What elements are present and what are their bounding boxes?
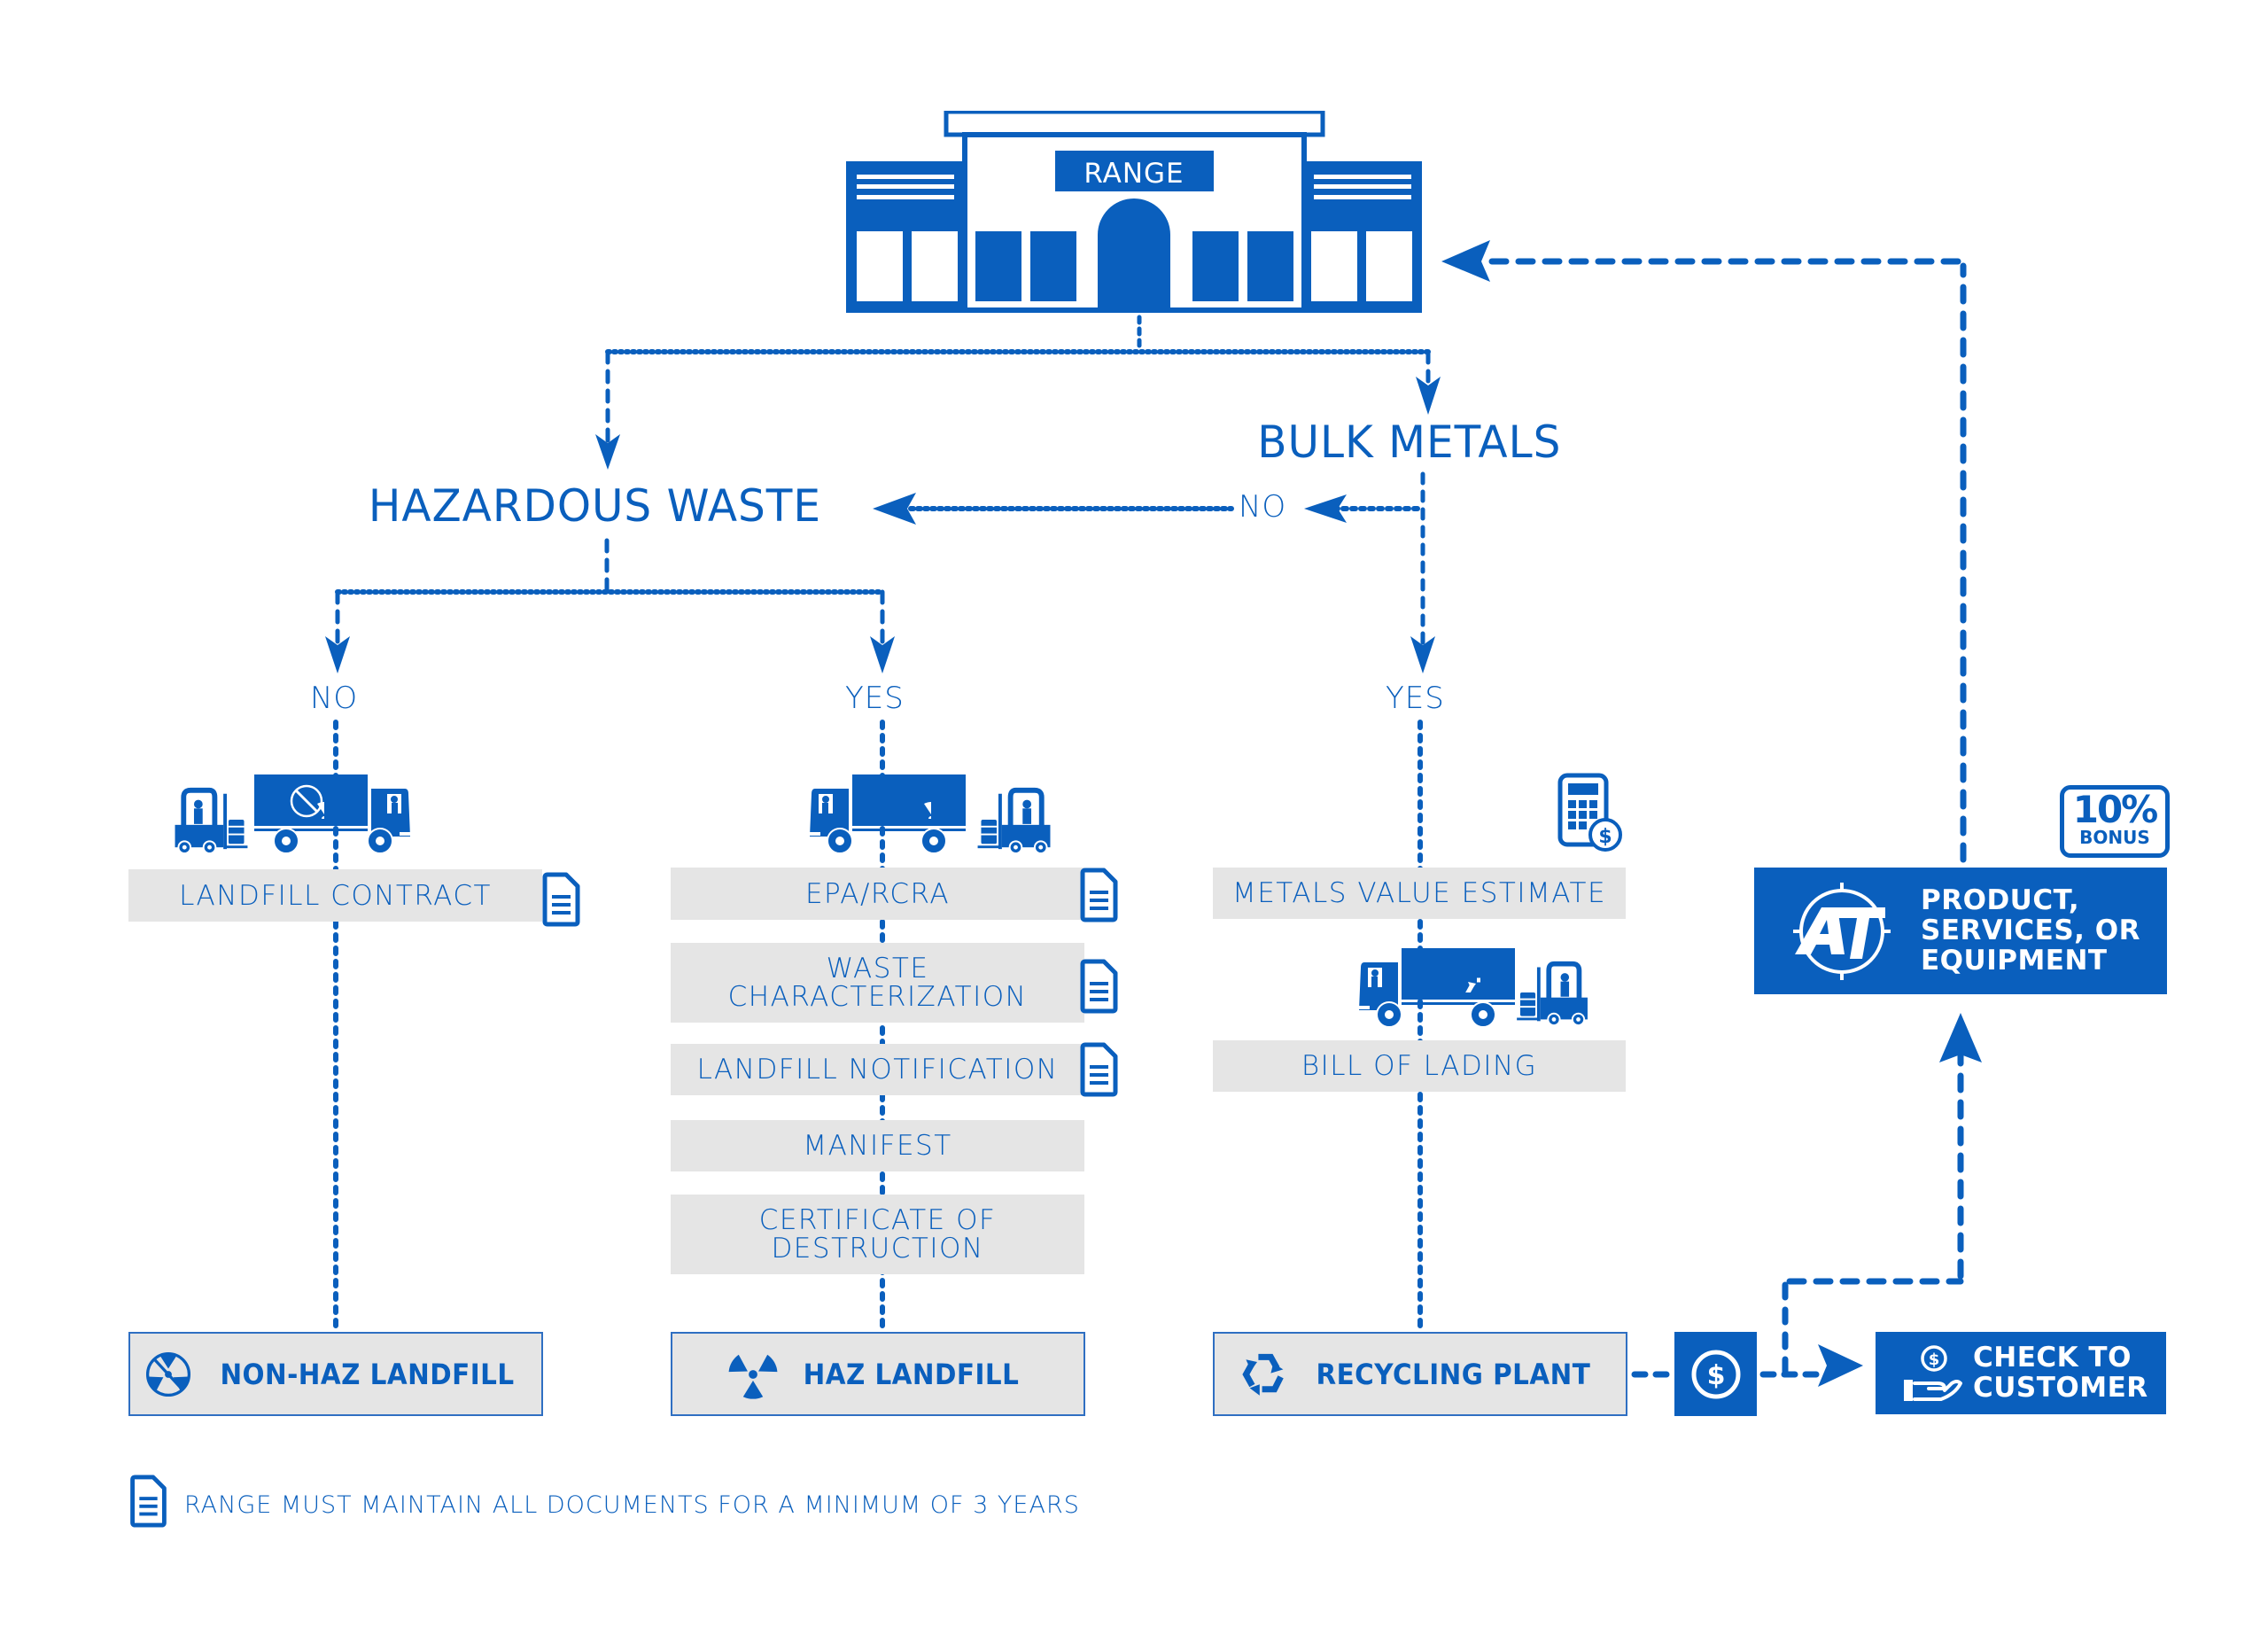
payment-dollar-box: $: [1674, 1332, 1757, 1416]
arrowhead-haz-no: [325, 636, 350, 673]
document-icon: [128, 1475, 167, 1528]
bulk-no-label: NO: [1239, 489, 1287, 525]
haz-yes-label: YES: [845, 681, 905, 716]
bulk-metals-heading: BULK METALS: [1257, 416, 1562, 468]
check-to-customer-label: CHECK TO CUSTOMER: [1973, 1342, 2148, 1404]
forklift-icon: [1513, 959, 1593, 1026]
doc-certificate-of-destruction: CERTIFICATE OF DESTRUCTION: [671, 1195, 1084, 1274]
bonus-label: BONUS: [2079, 827, 2150, 848]
doc-waste-characterization: WASTE CHARACTERIZATION: [671, 943, 1084, 1023]
arrowhead-bulk-yes: [1410, 636, 1435, 673]
haz-truck-group: [806, 774, 1054, 854]
no-radiation-icon: [145, 1351, 190, 1397]
document-icon: [1079, 1042, 1118, 1097]
no-radiation-icon: [290, 784, 324, 819]
product-label: PRODUCT, SERVICES, OR EQUIPMENT: [1921, 884, 2140, 977]
svg-text:$: $: [1929, 1350, 1940, 1369]
destination-non-haz-landfill: NON-HAZ LANDFILL: [128, 1332, 543, 1416]
doc-landfill-notification: LANDFILL NOTIFICATION: [671, 1044, 1084, 1095]
arrowhead-to-hazardous: [595, 434, 620, 470]
truck-icon: [254, 774, 414, 854]
metals-truck-group: [1355, 948, 1595, 1028]
hazardous-waste-heading: HAZARDOUS WASTE: [368, 480, 821, 532]
destination-haz-landfill: HAZ LANDFILL: [671, 1332, 1085, 1416]
recycle-icon: [1445, 957, 1480, 992]
doc-metals-value-estimate: METALS VALUE ESTIMATE: [1213, 868, 1626, 919]
forklift-icon: [973, 785, 1057, 854]
arrowhead-to-product: [1939, 1013, 1982, 1062]
doc-epa-rcra: EPA/RCRA: [671, 868, 1084, 920]
svg-text:$: $: [1598, 826, 1612, 848]
dollar-coin-icon: $: [1691, 1350, 1740, 1398]
bonus-value: 10%: [2072, 788, 2159, 831]
arrowhead-haz-yes: [870, 636, 895, 673]
arrowhead-bulk-no: [1304, 494, 1347, 523]
radiation-icon: [728, 1354, 777, 1399]
document-icon: [541, 872, 580, 927]
forklift-icon: [168, 785, 252, 854]
document-icon: [1079, 868, 1118, 922]
doc-bill-of-lading: BILL OF LADING: [1213, 1040, 1626, 1092]
radiation-icon: [896, 783, 931, 819]
doc-landfill-contract: LANDFILL CONTRACT: [128, 869, 542, 922]
product-services-equipment-box: PRODUCT, SERVICES, OR EQUIPMENT: [1754, 868, 2167, 994]
range-sign: RANGE: [1084, 158, 1184, 190]
arrowhead-to-bulk: [1416, 377, 1441, 415]
check-to-customer-box: $ CHECK TO CUSTOMER: [1876, 1332, 2166, 1414]
bulk-yes-label: YES: [1386, 681, 1445, 716]
arrowhead-to-range: [1441, 240, 1490, 282]
hand-dollar-icon: $: [1904, 1345, 1962, 1401]
arrowhead-to-haz-label: [873, 493, 916, 525]
non-haz-truck-group: [168, 774, 412, 854]
svg-text:$: $: [1706, 1360, 1725, 1391]
calculator-dollar-icon: $: [1557, 773, 1622, 852]
recycle-icon: [1242, 1353, 1284, 1396]
footnote: RANGE MUST MAINTAIN ALL DOCUMENTS FOR A …: [184, 1491, 1080, 1519]
bonus-badge: 10% BONUS: [2060, 785, 2170, 858]
doc-manifest: MANIFEST: [671, 1120, 1084, 1171]
at-logo-icon: [1793, 883, 1891, 980]
document-icon: [1079, 959, 1118, 1014]
haz-no-label: NO: [310, 681, 359, 716]
truck-icon: [1355, 948, 1515, 1028]
truck-icon: [806, 774, 966, 854]
range-building-icon: RANGE: [846, 111, 1422, 313]
arrowhead-to-check: [1818, 1344, 1863, 1387]
destination-recycling-plant: RECYCLING PLANT: [1213, 1332, 1627, 1416]
